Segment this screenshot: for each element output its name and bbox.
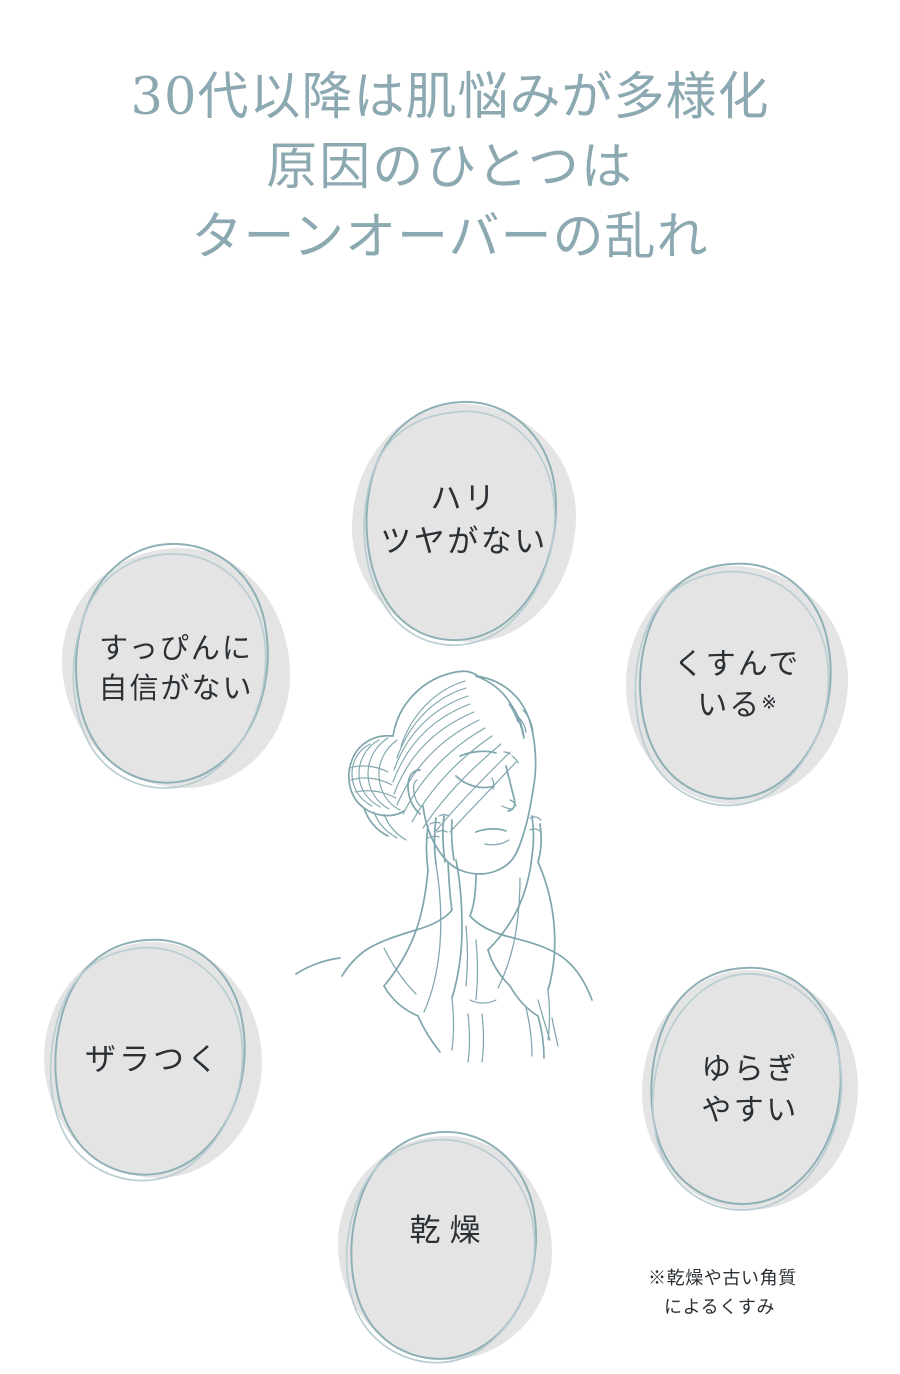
- bubble-label-line-1: ザラつく: [85, 1041, 221, 1078]
- headline-line-1: 30代以降は肌悩みが多様化: [130, 68, 770, 127]
- footnote-line-1: ※乾燥や古い角質: [648, 1268, 797, 1289]
- bubble-label-line-1: くすんで: [673, 646, 801, 682]
- bubble-yuragiyasui: ゆらぎ やすい: [642, 966, 858, 1211]
- page-headline: 30代以降は肌悩みが多様化 原因のひとつは ターンオーバーの乱れ: [0, 72, 900, 263]
- bubble-label-line-1: 乾燥: [409, 1212, 490, 1249]
- reference-mark: ※: [761, 692, 777, 714]
- bubble-label-line-2: 自信がない: [98, 671, 254, 705]
- bubble-label-line-1: すっぴんに: [99, 630, 253, 665]
- bubble-label-line-2-text: いる: [697, 688, 762, 723]
- bubble-label: ゆらぎ やすい: [642, 970, 858, 1210]
- bubble-label: ザラつく: [44, 942, 262, 1178]
- bubble-kanso: 乾燥: [338, 1130, 552, 1364]
- footnote-line-2: によるくすみ: [664, 1297, 776, 1319]
- bubble-label-line-2: やすい: [701, 1093, 799, 1128]
- bubble-kusundeiru: くすんで いる※: [626, 562, 848, 807]
- bubble-label: 乾燥: [338, 1136, 552, 1360]
- bubble-label: くすんで いる※: [626, 566, 848, 804]
- bubble-label-line-1: ゆらぎ: [701, 1051, 799, 1087]
- bubble-label-line-1: ハリ: [430, 481, 498, 518]
- headline-line-3: ターンオーバーの乱れ: [191, 208, 709, 267]
- headline-line-2: 原因のひとつは: [266, 138, 634, 197]
- bubble-suppin-ni-jishin-ga-nai: すっぴんに 自信がない: [62, 542, 290, 789]
- bubble-label-line-2: ツヤがない: [380, 524, 548, 560]
- bubble-label: すっぴんに 自信がない: [62, 548, 290, 788]
- bubble-hari-tsuya-ga-nai: ハリ ツヤがない: [352, 400, 576, 646]
- woman-touching-face-illustration: [280, 648, 660, 1068]
- footnote: ※乾燥や古い角質 によるくすみ: [648, 1264, 888, 1322]
- bubble-label-line-2: いる※: [697, 685, 777, 726]
- bubble-label: ハリ ツヤがない: [352, 404, 576, 642]
- bubble-zaratsuku: ザラつく: [44, 938, 262, 1182]
